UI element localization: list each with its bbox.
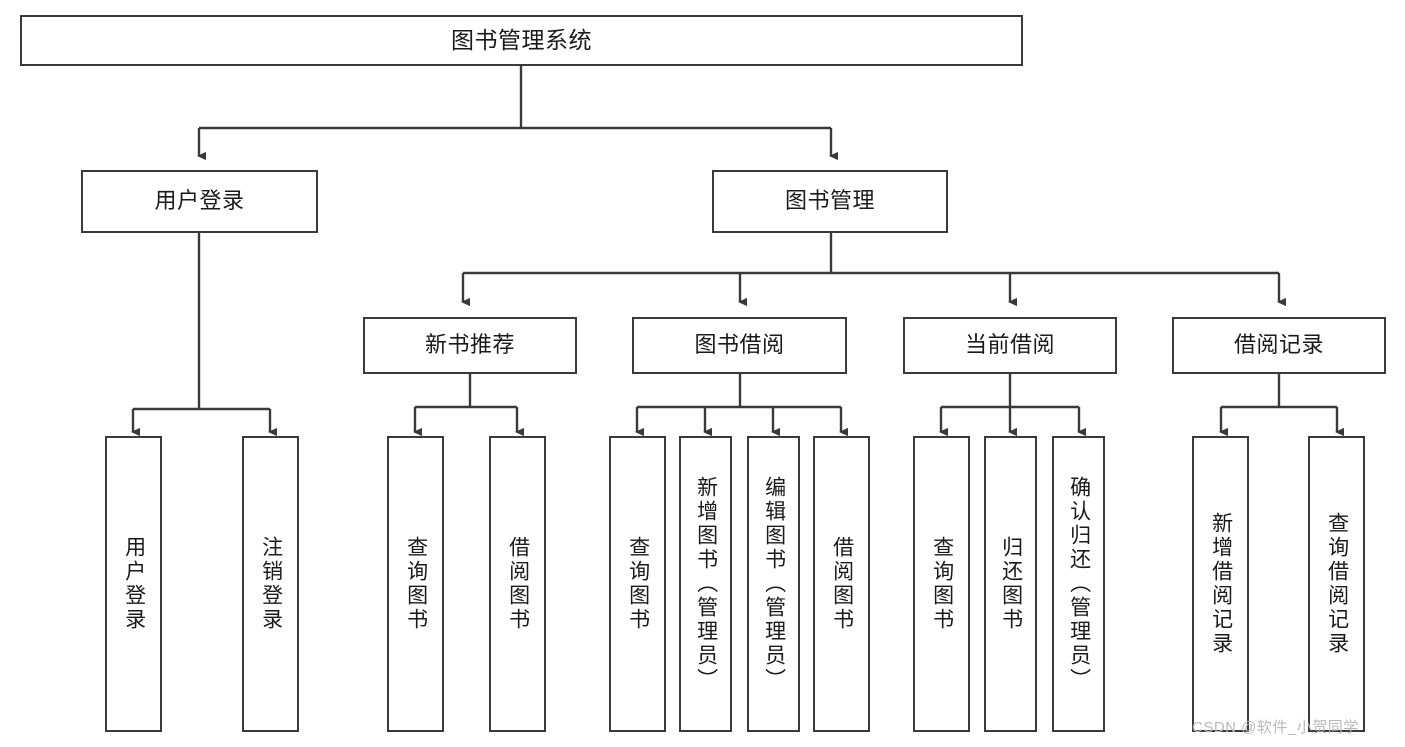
node-book-management[interactable]: 图书管理 — [712, 170, 948, 233]
leaf-edit-book-admin[interactable]: 编辑图书（管理员） — [747, 436, 800, 732]
leaf-query-borrow-record[interactable]: 查询借阅记录 — [1308, 436, 1365, 732]
leaf-user-login-label: 用户登录 — [122, 536, 146, 632]
node-current-borrow-label: 当前借阅 — [964, 332, 1055, 358]
node-root-label: 图书管理系统 — [451, 26, 592, 53]
node-root[interactable]: 图书管理系统 — [20, 15, 1023, 66]
leaf-add-book-admin-label: 新增图书（管理员） — [694, 476, 718, 692]
node-new-book-recommend[interactable]: 新书推荐 — [363, 317, 577, 374]
node-user-login[interactable]: 用户登录 — [81, 170, 318, 233]
leaf-return-book[interactable]: 归还图书 — [984, 436, 1037, 732]
leaf-query-book-current-label: 查询图书 — [930, 536, 954, 632]
leaf-query-book-current[interactable]: 查询图书 — [913, 436, 970, 732]
node-borrow-records-label: 借阅记录 — [1233, 332, 1324, 358]
node-book-management-label: 图书管理 — [784, 188, 875, 214]
leaf-query-borrow-record-label: 查询借阅记录 — [1325, 512, 1349, 656]
node-current-borrow[interactable]: 当前借阅 — [903, 317, 1117, 374]
node-user-login-label: 用户登录 — [154, 188, 245, 214]
leaf-query-book-recommend-label: 查询图书 — [404, 536, 428, 632]
node-book-borrow-label: 图书借阅 — [694, 332, 785, 358]
leaf-confirm-return-admin[interactable]: 确认归还（管理员） — [1052, 436, 1105, 732]
leaf-logout-label: 注销登录 — [259, 536, 283, 632]
leaf-borrow-book[interactable]: 借阅图书 — [813, 436, 870, 732]
leaf-query-book-borrow-label: 查询图书 — [626, 536, 650, 632]
leaf-borrow-book-recommend-label: 借阅图书 — [506, 536, 530, 632]
leaf-query-book-borrow[interactable]: 查询图书 — [609, 436, 666, 732]
leaf-edit-book-admin-label: 编辑图书（管理员） — [762, 476, 786, 692]
leaf-query-book-recommend[interactable]: 查询图书 — [387, 436, 444, 732]
leaf-return-book-label: 归还图书 — [999, 536, 1023, 632]
watermark: CSDN @软件_小贺同学 — [1192, 719, 1359, 736]
leaf-add-book-admin[interactable]: 新增图书（管理员） — [679, 436, 732, 732]
leaf-add-borrow-record-label: 新增借阅记录 — [1209, 512, 1233, 656]
leaf-logout[interactable]: 注销登录 — [242, 436, 299, 732]
leaf-borrow-book-recommend[interactable]: 借阅图书 — [489, 436, 546, 732]
node-book-borrow[interactable]: 图书借阅 — [632, 317, 847, 374]
leaf-borrow-book-label: 借阅图书 — [830, 536, 854, 632]
leaf-confirm-return-admin-label: 确认归还（管理员） — [1067, 476, 1091, 692]
leaf-user-login[interactable]: 用户登录 — [105, 436, 162, 732]
node-new-book-recommend-label: 新书推荐 — [424, 332, 515, 358]
leaf-add-borrow-record[interactable]: 新增借阅记录 — [1192, 436, 1249, 732]
node-borrow-records[interactable]: 借阅记录 — [1172, 317, 1386, 374]
